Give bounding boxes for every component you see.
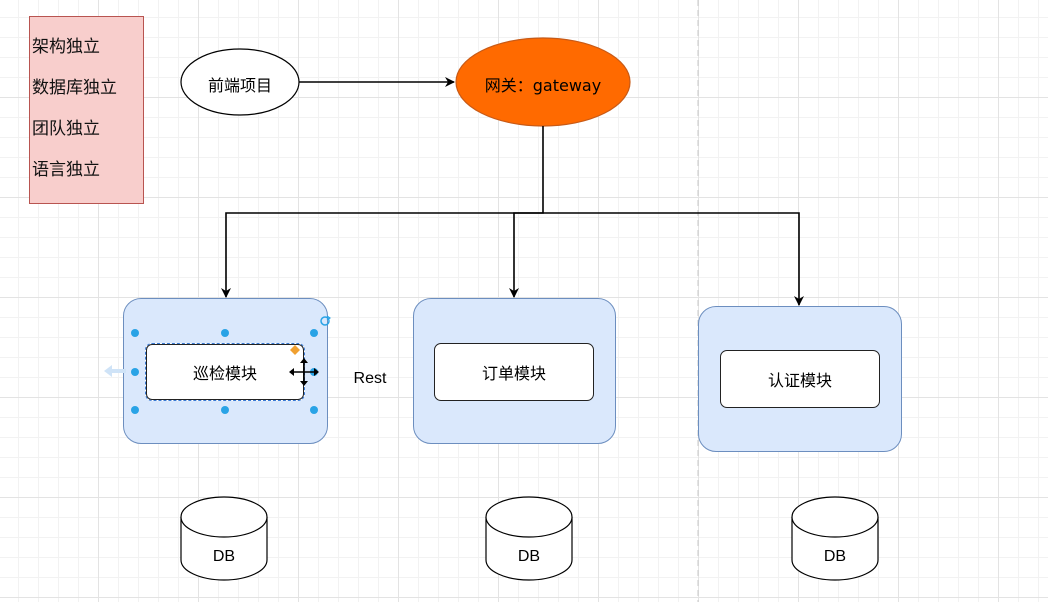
- db-label-2: DB: [517, 548, 541, 565]
- frontend-label: 前端项目: [207, 76, 272, 95]
- principles-note[interactable]: 架构独立 数据库独立 团队独立 语言独立: [29, 16, 144, 204]
- gateway-label: 网关：gateway: [484, 76, 602, 95]
- db-cylinder-3[interactable]: [791, 496, 879, 581]
- resize-handle-bottom-left[interactable]: [131, 406, 139, 414]
- resize-handle-top[interactable]: [221, 329, 229, 337]
- db-label-1: DB: [212, 548, 236, 565]
- move-cursor-icon: [289, 358, 319, 386]
- rotate-handle-icon[interactable]: [319, 315, 331, 327]
- note-line-architecture: 架构独立: [32, 37, 100, 57]
- module-order[interactable]: 订单模块: [434, 343, 594, 401]
- edge-gateway-modules[interactable]: [221, 126, 804, 306]
- connection-diamond-icon[interactable]: [290, 345, 300, 355]
- resize-handle-bottom[interactable]: [221, 406, 229, 414]
- resize-handle-bottom-right[interactable]: [310, 406, 318, 414]
- resize-handle-top-left[interactable]: [131, 329, 139, 337]
- rest-label: Rest: [353, 370, 387, 387]
- resize-handle-left[interactable]: [131, 368, 139, 376]
- note-line-language: 语言独立: [32, 160, 100, 180]
- note-line-database: 数据库独立: [32, 78, 117, 98]
- db-cylinder-1[interactable]: [180, 496, 268, 581]
- resize-handle-top-right[interactable]: [310, 329, 318, 337]
- connect-left-arrow-icon[interactable]: [104, 364, 126, 378]
- module-auth[interactable]: 认证模块: [720, 350, 880, 408]
- db-label-3: DB: [823, 548, 847, 565]
- module-inspection[interactable]: 巡检模块: [145, 343, 305, 401]
- note-line-team: 团队独立: [32, 119, 100, 139]
- db-cylinder-2[interactable]: [485, 496, 573, 581]
